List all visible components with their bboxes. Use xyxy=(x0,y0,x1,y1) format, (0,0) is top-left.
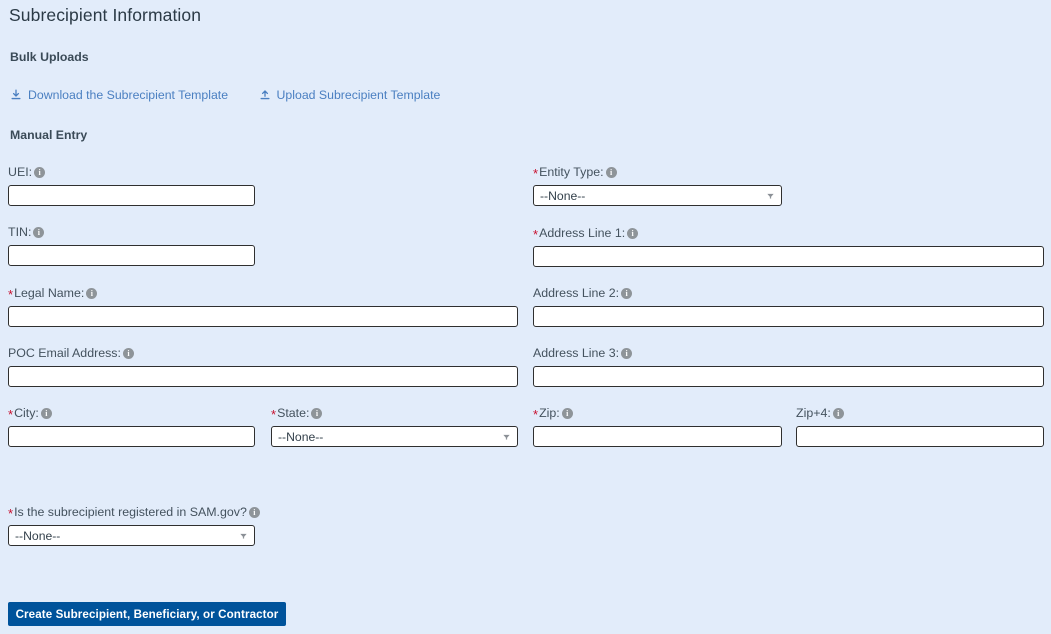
uei-label-text: UEI: xyxy=(8,165,33,179)
address-line-3-label-text: Address Line 3: xyxy=(533,346,620,360)
poc-email-label: POC Email Address: i xyxy=(8,346,518,361)
field-poc-email: POC Email Address: i xyxy=(8,346,518,387)
uei-label: UEI: i xyxy=(8,165,255,180)
info-icon[interactable]: i xyxy=(832,408,844,419)
field-uei: UEI: i xyxy=(8,165,255,206)
upload-icon xyxy=(259,89,271,101)
sam-registered-selected-value: --None-- xyxy=(15,528,61,543)
sam-registered-label: * Is the subrecipient registered in SAM.… xyxy=(8,505,260,521)
entity-type-label-text: Entity Type: xyxy=(539,165,604,179)
required-asterisk: * xyxy=(533,407,539,422)
state-selected-value: --None-- xyxy=(278,429,324,444)
field-state: * State: i --None-- xyxy=(271,406,518,447)
info-icon[interactable]: i xyxy=(621,288,633,299)
sam-registered-label-text: Is the subrecipient registered in SAM.go… xyxy=(14,505,247,519)
state-label-text: State: xyxy=(277,406,310,420)
download-icon xyxy=(10,89,22,101)
state-select[interactable]: --None-- xyxy=(271,426,518,447)
zip-label-text: Zip: xyxy=(539,406,560,420)
sam-registered-select[interactable]: --None-- xyxy=(8,525,255,546)
required-asterisk: * xyxy=(8,506,14,521)
upload-link-label: Upload Subrecipient Template xyxy=(276,88,441,102)
download-link-label: Download the Subrecipient Template xyxy=(28,88,229,102)
tin-label: TIN: i xyxy=(8,225,255,240)
zip-input[interactable] xyxy=(533,426,782,447)
download-subrecipient-template-link[interactable]: Download the Subrecipient Template xyxy=(10,88,228,102)
field-entity-type: * Entity Type: i --None-- xyxy=(533,165,782,206)
info-icon[interactable]: i xyxy=(34,167,46,178)
state-label: * State: i xyxy=(271,406,518,421)
tin-input[interactable] xyxy=(8,245,255,266)
info-icon[interactable]: i xyxy=(248,507,260,518)
address-line-3-label: Address Line 3: i xyxy=(533,346,1044,361)
entity-type-select[interactable]: --None-- xyxy=(533,185,782,206)
uei-input[interactable] xyxy=(8,185,255,206)
address-line-1-input[interactable] xyxy=(533,246,1044,267)
field-tin: TIN: i xyxy=(8,225,255,266)
address-line-2-label-text: Address Line 2: xyxy=(533,286,620,300)
required-asterisk: * xyxy=(533,227,539,242)
info-icon[interactable]: i xyxy=(311,408,323,419)
field-address-line-2: Address Line 2: i xyxy=(533,286,1044,327)
info-icon[interactable]: i xyxy=(33,227,45,238)
info-icon[interactable]: i xyxy=(40,408,52,419)
poc-email-label-text: POC Email Address: xyxy=(8,346,121,360)
state-select-wrapper: --None-- xyxy=(271,426,518,447)
info-icon[interactable]: i xyxy=(621,348,633,359)
field-address-line-3: Address Line 3: i xyxy=(533,346,1044,387)
legal-name-input[interactable] xyxy=(8,306,518,327)
field-zip: * Zip: i xyxy=(533,406,782,447)
zip4-label-text: Zip+4: xyxy=(796,406,831,420)
page-title: Subrecipient Information xyxy=(9,5,202,25)
address-line-2-input[interactable] xyxy=(533,306,1044,327)
address-line-1-label: * Address Line 1: i xyxy=(533,226,1044,241)
field-legal-name: * Legal Name: i xyxy=(8,286,518,327)
address-line-2-label: Address Line 2: i xyxy=(533,286,1044,301)
entity-type-label: * Entity Type: i xyxy=(533,165,782,180)
tin-label-text: TIN: xyxy=(8,225,32,239)
field-sam-registered: * Is the subrecipient registered in SAM.… xyxy=(8,505,260,546)
info-icon[interactable]: i xyxy=(627,228,639,239)
city-input[interactable] xyxy=(8,426,255,447)
zip-label: * Zip: i xyxy=(533,406,782,421)
address-line-3-input[interactable] xyxy=(533,366,1044,387)
field-zip4: Zip+4: i xyxy=(796,406,1044,447)
info-icon[interactable]: i xyxy=(86,288,98,299)
entity-type-select-wrapper: --None-- xyxy=(533,185,782,206)
info-icon[interactable]: i xyxy=(122,348,134,359)
required-asterisk: * xyxy=(8,407,14,422)
field-city: * City: i xyxy=(8,406,255,447)
info-icon[interactable]: i xyxy=(605,167,617,178)
city-label: * City: i xyxy=(8,406,255,421)
city-label-text: City: xyxy=(14,406,39,420)
bulk-uploads-heading: Bulk Uploads xyxy=(10,50,89,64)
required-asterisk: * xyxy=(271,407,277,422)
field-address-line-1: * Address Line 1: i xyxy=(533,226,1044,267)
legal-name-label-text: Legal Name: xyxy=(14,286,85,300)
upload-subrecipient-template-link[interactable]: Upload Subrecipient Template xyxy=(259,88,441,102)
legal-name-label: * Legal Name: i xyxy=(8,286,518,301)
zip4-input[interactable] xyxy=(796,426,1044,447)
address-line-1-label-text: Address Line 1: xyxy=(539,226,626,240)
bulk-upload-links: Download the Subrecipient Template Uploa… xyxy=(10,88,440,106)
required-asterisk: * xyxy=(533,166,539,181)
manual-entry-heading: Manual Entry xyxy=(10,128,88,142)
entity-type-selected-value: --None-- xyxy=(540,188,586,203)
zip4-label: Zip+4: i xyxy=(796,406,1044,421)
create-subrecipient-button[interactable]: Create Subrecipient, Beneficiary, or Con… xyxy=(8,602,286,626)
sam-registered-select-wrapper: --None-- xyxy=(8,525,255,546)
info-icon[interactable]: i xyxy=(561,408,573,419)
required-asterisk: * xyxy=(8,287,14,302)
poc-email-input[interactable] xyxy=(8,366,518,387)
